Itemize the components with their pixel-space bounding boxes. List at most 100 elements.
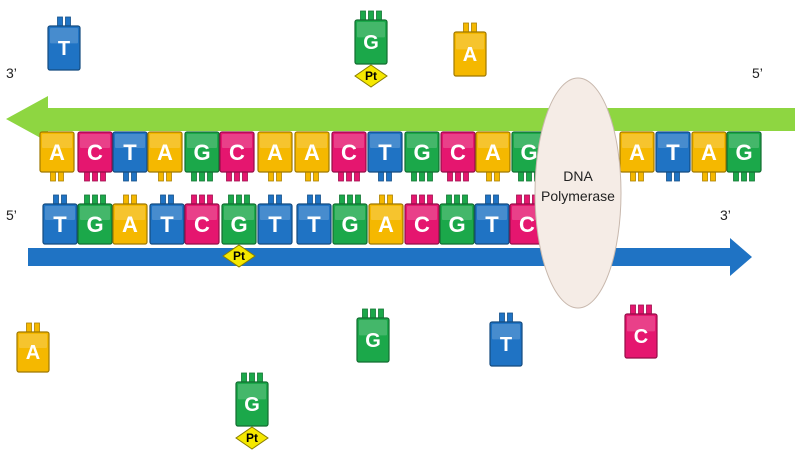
nucleotide-t: T [42,194,78,245]
label-bottom-right: 3’ [720,207,731,223]
nucleotide-tooth [419,171,425,182]
nucleotide-tooth [419,194,425,205]
nucleotide-g: G [184,131,220,182]
nucleotide-highlight [442,206,472,220]
nucleotide-t: T [296,194,332,245]
nucleotide-letter: G [735,140,752,165]
nucleotide-a: A [453,22,487,77]
nucleotide-body [47,25,81,71]
nucleotide-c: C [77,131,113,182]
nucleotide-g: G [404,131,440,182]
nucleotide-highlight [150,134,180,148]
nucleotide-g: G [77,194,113,245]
nucleotide-tooth [462,194,468,205]
nucleotide-t: T [112,131,148,182]
nucleotide-tooth [427,171,433,182]
nucleotide-highlight [19,334,47,348]
nucleotide-letter: C [194,212,210,237]
nucleotide-highlight [80,206,110,220]
nucleotide-letter: G [86,212,103,237]
nucleotide-t: T [257,194,293,245]
nucleotide-tooth [84,194,90,205]
nucleotide-body [184,203,220,245]
nucleotide-t: T [149,194,185,245]
nucleotide-letter: G [244,394,260,416]
nucleotide-g: G [354,10,388,65]
nucleotide-highlight [512,206,542,220]
nucleotide-letter: A [485,140,501,165]
nucleotide-highlight [334,134,364,148]
nucleotide-tooth [166,171,172,182]
nucleotide-letter: A [267,140,283,165]
nucleotide-tooth [100,171,106,182]
nucleotide-g: G [221,194,257,245]
nucleotide-t: T [367,131,403,182]
nucleotide-letter: T [307,212,321,237]
nucleotide-body [219,131,255,173]
nucleotide-letter: C [341,140,357,165]
nucleotide-letter: T [123,140,137,165]
nucleotide-letter: G [341,212,358,237]
nucleotide-tooth [168,194,174,205]
nucleotide-body [726,131,762,173]
nucleotide-tooth [379,194,385,205]
nucleotide-letter: G [520,140,537,165]
nucleotide-tooth [454,194,460,205]
nucleotide-a: A [16,322,50,373]
nucleotide-body [655,131,691,173]
nucleotide-g: G [332,194,368,245]
nucleotide-tooth [376,10,382,21]
nucleotide-body [331,131,367,173]
nucleotide-a: A [475,131,511,182]
nucleotide-tooth [276,171,282,182]
pt-label: Pt [233,249,245,263]
nucleotide-tooth [158,171,164,182]
nucleotide-letter: G [448,212,465,237]
nucleotide-tooth [242,171,248,182]
pt-label: Pt [246,431,258,445]
nucleotide-tooth [638,171,644,182]
nucleotide-letter: C [450,140,466,165]
nucleotide-body [77,203,113,245]
nucleotide-letter: T [485,212,499,237]
nucleotide-letter: C [229,140,245,165]
nucleotide-highlight [224,206,254,220]
nucleotide-letter: T [378,140,392,165]
nucleotide-tooth [268,171,274,182]
nucleotide-tooth [305,171,311,182]
nucleotide-highlight [492,324,520,340]
nucleotide-tooth [630,171,636,182]
nucleotide-t: T [655,131,691,182]
nucleotide-tooth [268,194,274,205]
nucleotide-highlight [222,134,252,148]
nucleotide-body [691,131,727,173]
nucleotide-tooth [241,372,247,383]
nucleotide-tooth [362,308,368,319]
nucleotide-tooth [315,194,321,205]
nucleotide-highlight [297,134,327,148]
nucleotide-tooth [463,171,469,182]
nucleotide-c: C [624,304,658,359]
nucleotide-tooth [65,16,71,27]
nucleotide-highlight [514,134,544,148]
nucleotide-tooth [100,194,106,205]
nucleotide-tooth [674,171,680,182]
label-bottom-left: 5’ [6,207,17,223]
nucleotide-letter: A [701,140,717,165]
nucleotide-body [149,203,185,245]
nucleotide-body [367,131,403,173]
nucleotide-highlight [478,134,508,148]
nucleotide-tooth [131,171,137,182]
nucleotide-tooth [234,171,240,182]
nucleotide-tooth [226,171,232,182]
nucleotide-tooth [455,171,461,182]
nucleotide-tooth [347,194,353,205]
nucleotide-letter: T [268,212,282,237]
nucleotide-body [354,19,388,65]
nucleotide-tooth [666,171,672,182]
nucleotide-letter: G [365,330,381,352]
nucleotide-tooth [355,194,361,205]
nucleotide-letter: G [363,32,379,54]
